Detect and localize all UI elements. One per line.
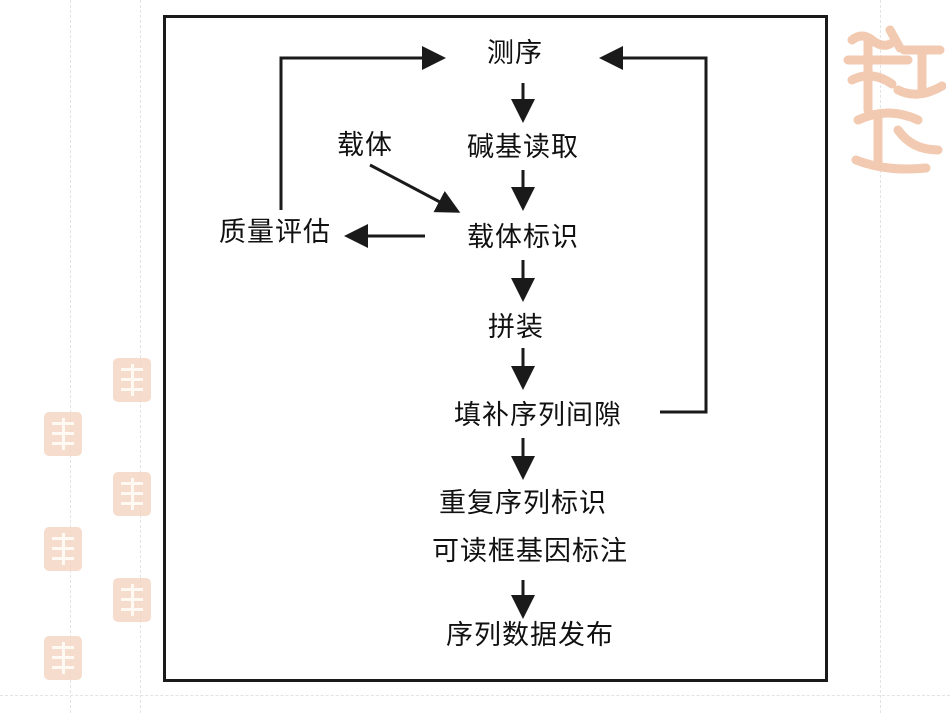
arrow-gap-loop: [599, 46, 708, 414]
node-quality-assessment: 质量评估: [219, 217, 331, 248]
guide-line: [70, 0, 71, 713]
seal-icon: [843, 25, 946, 174]
node-orf-annotation: 可读框基因标注: [432, 536, 628, 567]
seal-icon: [113, 358, 151, 402]
seal-icon: [44, 636, 82, 680]
node-data-release: 序列数据发布: [446, 620, 614, 651]
arrow-quality-loop: [279, 46, 446, 210]
node-sequencing: 测序: [487, 38, 543, 69]
node-vector-identification: 载体标识: [467, 222, 579, 253]
node-repeat-identification: 重复序列标识: [439, 488, 607, 519]
seal-icon: [113, 472, 151, 516]
diagram-frame: [163, 15, 828, 682]
guide-line: [880, 0, 881, 713]
seal-icon: [44, 527, 82, 571]
node-assembly: 拼装: [488, 312, 544, 343]
arrow-vector: [369, 163, 461, 213]
seal-icon: [113, 578, 151, 622]
node-vector: 载体: [337, 130, 393, 161]
guide-line: [140, 0, 141, 713]
seal-icon: [44, 412, 82, 456]
node-gap-filling: 填补序列间隙: [454, 400, 622, 431]
guide-line: [0, 695, 950, 696]
node-base-calling: 碱基读取: [467, 132, 579, 163]
